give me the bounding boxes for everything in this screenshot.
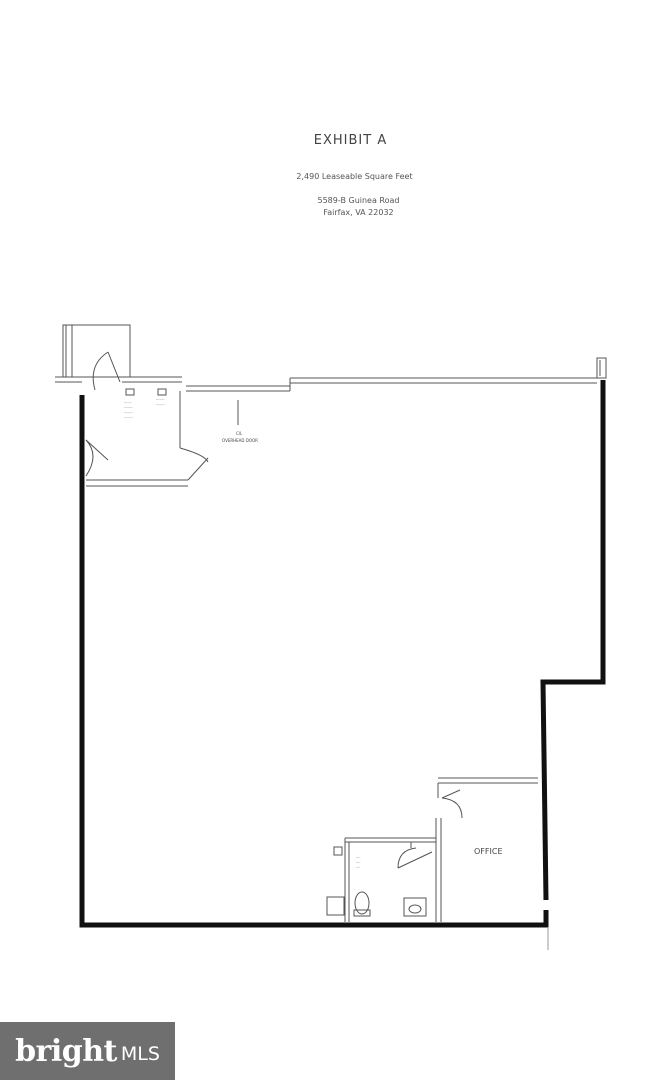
utility-room: [85, 388, 209, 487]
exterior-walls: [79, 380, 606, 928]
overhead-door-label: OVERHEAD DOOR: [222, 438, 258, 443]
svg-text:-------: -------: [124, 400, 132, 404]
overhead-door-cl-label: C/L: [236, 431, 243, 436]
address-line-1: 5589-B Guinea Road: [317, 196, 400, 205]
office-label: OFFICE: [474, 847, 503, 856]
address-line-2: Fairfax, VA 22032: [323, 208, 394, 217]
overhead-door-marker: C/L OVERHEAD DOOR: [222, 400, 258, 443]
svg-text:--------: --------: [124, 405, 133, 409]
leaseable-area: 2,490 Leaseable Square Feet: [296, 172, 413, 181]
entry-vestibule: [55, 324, 131, 391]
front-wall: [122, 357, 607, 392]
watermark-brand: bright: [15, 1033, 117, 1069]
bright-mls-watermark: bright MLS: [0, 1022, 175, 1080]
restroom-notes: ---- ---- ----: [356, 855, 360, 869]
svg-text:--------: --------: [124, 410, 133, 414]
svg-text:----: ----: [356, 855, 360, 859]
svg-text:--------: --------: [156, 397, 165, 401]
restroom: [326, 837, 436, 922]
exhibit-title: EXHIBIT A: [313, 133, 388, 148]
svg-text:--------: --------: [124, 415, 133, 419]
office: [435, 777, 538, 922]
watermark-suffix: MLS: [120, 1043, 160, 1065]
svg-text:--------: --------: [156, 402, 165, 406]
svg-text:----: ----: [356, 860, 360, 864]
svg-text:----: ----: [356, 865, 360, 869]
utility-notes: ------- -------- -------- -------- -----…: [124, 397, 165, 419]
